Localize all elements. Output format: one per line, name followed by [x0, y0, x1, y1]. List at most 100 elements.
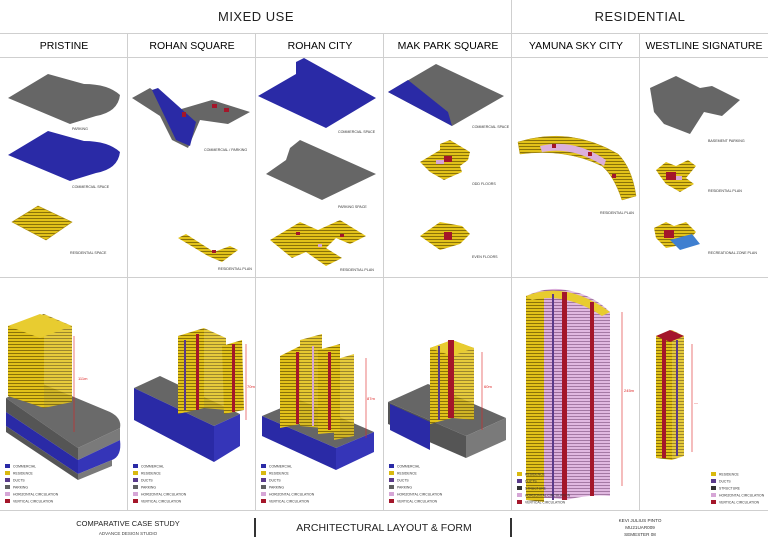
yamuna-legend-swatch-1 [517, 479, 522, 483]
header-mixed-use: MIXED USE [218, 9, 294, 24]
footer-semester: SEMESTER 08 [624, 532, 656, 537]
rohan-square-form: 70m [134, 328, 255, 462]
westline-legend-swatch-0 [711, 472, 716, 476]
rohan-city-tower-a [280, 346, 300, 428]
pristine-podium-right-face [78, 428, 120, 460]
yamuna-core-1 [552, 144, 556, 148]
rohan-square-residential-plan [178, 234, 238, 262]
rohan-square-legend-label-3: PARKING [141, 486, 156, 490]
rohan-city-core-2 [328, 352, 331, 430]
footer-author: KEVI JULIUS PINTO [619, 518, 662, 523]
rohan-city-legend-label-4: HORIZONTAL CIRCULATION [269, 493, 315, 497]
yamuna-core-3 [612, 174, 616, 178]
pristine-legend-swatch-5 [5, 499, 10, 503]
pristine-legend-label-2: DUCTS [13, 479, 25, 483]
pristine-label-residential: RESIDENTIAL SPACE [70, 251, 107, 255]
westline-height-label: — [694, 400, 698, 405]
rohan-square-legend-label-0: COMMERCIAL [141, 465, 164, 469]
rohan-city-res-core-1 [296, 232, 300, 235]
mak-park-legend-swatch-2 [389, 478, 394, 482]
pristine-podium-left-face [6, 398, 78, 460]
pristine-height-label: 111m [78, 376, 88, 381]
rohan-city-form: 87m [262, 334, 375, 470]
rohan-city-lobby-1 [312, 346, 314, 426]
mak-park-legend-swatch-4 [389, 492, 394, 496]
rohan-city-legend-label-3: PARKING [269, 486, 284, 490]
yamuna-legend-swatch-3 [517, 493, 522, 497]
yamuna-corridor [540, 143, 606, 166]
rohan-square-legend-label-2: DUCTS [141, 479, 153, 483]
mak-park-form: 60m [388, 340, 506, 458]
yamuna-legend-label-2: STRUCTURE [525, 487, 547, 491]
rohan-city-label-residential: RESIDENTIAL PLAN [340, 268, 374, 272]
yamuna-legend-label-3: HORIZONTAL CIRCULATION [525, 494, 571, 498]
rohan-square-podium-left [134, 388, 214, 462]
yamuna-residential-plan [517, 135, 637, 201]
pristine-layouts: PARKING COMMERCIAL SPACE RESIDENTIAL SPA… [8, 74, 120, 255]
westline-duct-strip [676, 340, 678, 456]
rohan-city-layouts: COMMERCIAL SPACE PARKING SPACE RESIDENTI… [258, 58, 376, 272]
mak-park-legend-label-1: RESIDENCE [397, 472, 418, 476]
westline-legend-swatch-2 [711, 486, 716, 490]
westline-legend-swatch-1 [711, 479, 716, 483]
rohan-square-label-residential: RESIDENTIAL PLAN [218, 267, 252, 271]
yamuna-form: 245m [526, 288, 635, 502]
rohan-square-tower-1 [178, 328, 204, 414]
project-name-westline-signature: WESTLINE SIGNATURE [645, 40, 762, 52]
yamuna-tower-top [526, 290, 610, 316]
mak-park-legend-label-5: VERTICAL CIRCULATION [397, 500, 438, 504]
footer-title: COMPARATIVE CASE STUDY [76, 519, 180, 528]
rohan-city-tower-b [300, 334, 322, 428]
yamuna-height-label: 245m [624, 388, 635, 393]
rohan-city-legend-swatch-1 [261, 471, 266, 475]
mak-park-label-odd: ODD FLOORS [472, 182, 496, 186]
mak-park-legend-label-3: PARKING [397, 486, 412, 490]
westline-basement-plan [650, 76, 740, 134]
westline-legend-swatch-3 [711, 493, 716, 497]
pristine-legend-label-0: COMMERCIAL [13, 465, 36, 469]
pristine-tower-left [8, 314, 44, 408]
rohan-square-commercial-strip [152, 88, 196, 146]
footer-roll: MU21UAR009 [625, 525, 655, 530]
rohan-square-podium-right [214, 414, 240, 462]
rohan-city-parking-plan [266, 140, 376, 200]
rohan-city-res-core-3 [318, 244, 322, 247]
westline-legend-label-0: RESIDENCE [719, 473, 740, 477]
rohan-square-core-3 [182, 112, 186, 117]
rohan-square-legend-swatch-3 [133, 485, 138, 489]
mak-park-podium-plan [388, 64, 504, 126]
westline-layouts: BASEMENT PARKING RESIDENTIAL PLAN RECREA… [650, 76, 757, 255]
rohan-square-core-strip-2 [232, 344, 235, 412]
rohan-square-height-label: 70m [247, 384, 255, 389]
mak-park-layouts: COMMERCIAL SPACE ODD FLOORS EVEN FLOORS [388, 64, 510, 259]
rohan-square-legend-swatch-1 [133, 471, 138, 475]
westline-res-lobby [676, 176, 682, 180]
mak-park-height-label: 60m [484, 384, 492, 389]
rohan-city-legend-label-1: RESIDENCE [269, 472, 290, 476]
footer-divider-1 [254, 518, 256, 537]
rohan-city-residential-plan [270, 220, 366, 266]
legends: COMMERCIAL RESIDENCE DUCTS PARKING HORIZONTA… [5, 464, 765, 505]
project-name-pristine: PRISTINE [40, 40, 88, 52]
mak-park-podium-right [466, 418, 506, 458]
rohan-square-core-strip-1 [196, 334, 199, 410]
mak-park-legend-label-0: COMMERCIAL [397, 465, 420, 469]
rohan-square-label-commercial: COMMERCIAL / PARKING [204, 148, 247, 152]
footer: COMPARATIVE CASE STUDY ADVANCE DESIGN ST… [76, 518, 662, 537]
footer-divider-2 [510, 518, 512, 537]
westline-core-strip [662, 338, 666, 458]
rohan-square-layouts: COMMERCIAL / PARKING RESIDENTIAL PLAN [132, 88, 252, 271]
pristine-parking-plan [8, 74, 120, 124]
yamuna-tower-front-face [526, 292, 544, 502]
pristine-tower-top [8, 314, 72, 338]
rohan-square-legend-swatch-2 [133, 478, 138, 482]
pristine-commercial-right [78, 440, 121, 474]
yamuna-core-strip-1 [562, 292, 567, 500]
yamuna-legend-swatch-2 [517, 486, 522, 490]
rohan-city-legend-swatch-3 [261, 485, 266, 489]
project-name-yamuna-sky-city: YAMUNA SKY CITY [529, 40, 623, 52]
rohan-city-legend-swatch-5 [261, 499, 266, 503]
mak-park-tower-right [452, 340, 474, 420]
rohan-city-legend-label-5: VERTICAL CIRCULATION [269, 500, 310, 504]
westline-label-residential: RESIDENTIAL PLAN [708, 189, 742, 193]
